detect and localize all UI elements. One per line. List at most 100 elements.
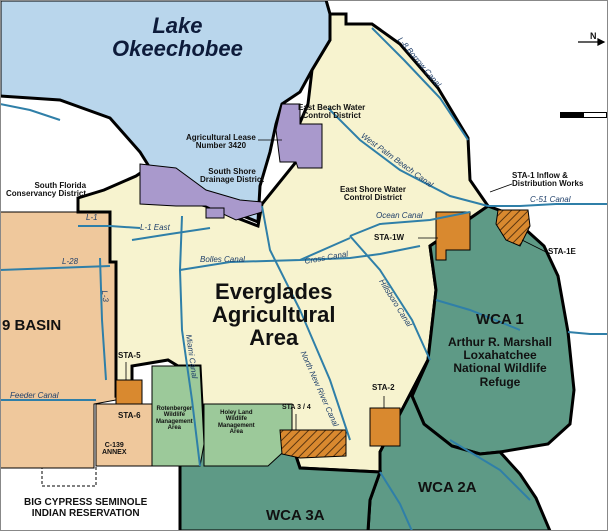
canal-ocean xyxy=(349,211,471,237)
scale-bar-gap xyxy=(584,113,606,117)
sta1w-label: STA-1W xyxy=(374,233,405,242)
sfcd-line2: Conservancy District xyxy=(6,189,87,199)
sta1-inflow-line1: STA-1 Inflow & xyxy=(512,171,568,180)
c139-annex-area xyxy=(95,403,153,467)
canals xyxy=(0,27,608,531)
eaa-label-line2: Agricultural xyxy=(212,302,336,328)
ag-lease-line1: Agricultural Lease xyxy=(186,133,256,142)
canal-wca1-rim xyxy=(435,299,521,331)
sta6-label: STA-6 xyxy=(118,411,141,420)
south-shore-line1: South Shore xyxy=(208,167,256,176)
sta34-area xyxy=(279,429,347,459)
wca1-sub-line1: Arthur R. Marshall xyxy=(448,335,553,349)
canal-bolles-label: Bolles Canal xyxy=(200,255,245,264)
sfcd-line1: South Florida xyxy=(34,181,87,190)
leader-sta1e xyxy=(521,239,547,253)
canal-l1 xyxy=(78,225,141,229)
sta2-label: STA-2 xyxy=(372,383,395,392)
east-beach-line2: Control District xyxy=(302,111,361,121)
eaa-label: Everglades Agricultural Area xyxy=(212,280,335,349)
big-cypress-line2: INDIAN RESERVATION xyxy=(31,507,140,519)
lake-label-line2: Okeechobee xyxy=(112,36,243,62)
canal-west-top xyxy=(0,103,61,121)
east-shore-line1: East Shore Water xyxy=(340,185,406,194)
canal-l28 xyxy=(0,265,111,271)
south-shore-district xyxy=(139,163,263,221)
holey-land-area xyxy=(203,403,293,467)
big-cypress-boundary xyxy=(0,466,97,487)
canal-l8 xyxy=(371,27,469,141)
wca3a-label: WCA 3A xyxy=(266,507,325,524)
canal-feeder-label: Feeder Canal xyxy=(10,391,59,400)
rotenberger-line1: Rotenberger xyxy=(156,406,193,412)
canal-c51 xyxy=(488,203,608,207)
east-shore-line2: Control District xyxy=(343,193,403,203)
eaa-label-line1: Everglades xyxy=(215,279,333,304)
sta5-label: STA-5 xyxy=(118,351,141,360)
big-cypress-label: BIG CYPRESS SEMINOLE INDIAN RESERVATION xyxy=(24,497,147,519)
leader-sta1-inflow xyxy=(489,183,513,193)
compass-label: N xyxy=(590,31,597,41)
sta1-inflow-label: STA-1 Inflow & Distribution Works xyxy=(512,171,584,189)
canal-l1-label: L-1 xyxy=(86,213,98,222)
south-shore-patch xyxy=(205,207,225,219)
sfcd-label: South Florida Conservancy District xyxy=(6,181,87,199)
c139-line1: C-139 xyxy=(104,442,124,449)
canal-hillsboro xyxy=(349,235,431,361)
rotenberger-line3: Management xyxy=(156,418,193,425)
rotenberger-line4: Area xyxy=(167,424,182,431)
north-arrow-icon xyxy=(578,38,606,46)
canal-wca2-b xyxy=(449,439,531,501)
lake-label: Lake Okeechobee xyxy=(112,14,243,60)
ag-lease-line2: Number 3420 xyxy=(195,141,247,151)
wca2a-label: WCA 2A xyxy=(418,479,477,496)
holey-land-line3: Management xyxy=(218,422,255,429)
holey-land-line4: Area xyxy=(229,428,244,435)
wca1-sub-line2: Loxahatchee xyxy=(463,348,537,363)
canal-l1-east xyxy=(131,227,211,241)
wca1-region xyxy=(410,204,576,456)
canal-west-palm xyxy=(327,107,489,207)
canal-l28-label: L-28 xyxy=(62,257,79,266)
canal-north-new-river xyxy=(261,205,351,441)
canal-east-rim xyxy=(567,331,608,335)
canal-cross xyxy=(299,245,421,261)
sta1e-label: STA-1E xyxy=(548,247,576,256)
east-shore-label: East Shore Water Control District xyxy=(340,185,406,203)
east-beach-label: East Beach Water Control District xyxy=(298,103,366,121)
canal-ocean-label: Ocean Canal xyxy=(376,211,423,220)
canal-wca2-a xyxy=(379,471,413,531)
canal-bolles xyxy=(179,237,351,271)
basin-label: 9 BASIN xyxy=(2,317,62,334)
sta2-area xyxy=(369,407,401,447)
rotenberger-line2: Wildlife xyxy=(163,412,185,419)
sta5-area xyxy=(115,379,143,405)
sta34-label: STA 3 / 4 xyxy=(282,404,311,411)
sta1-inflow-line2: Distribution Works xyxy=(512,179,584,189)
leader-lines xyxy=(125,139,547,430)
holey-land-label: Holey Land Wildlife Management Area xyxy=(218,410,255,435)
east-beach-line1: East Beach Water xyxy=(298,103,366,112)
wca1-sub-line3: National Wildlife xyxy=(453,361,547,376)
lake-label-line1: Lake xyxy=(152,13,203,38)
east-beach-district xyxy=(275,103,323,169)
sta1e-area xyxy=(495,209,531,247)
wca1-sub-line4: Refuge xyxy=(479,374,521,389)
canal-l3-label: L-3 xyxy=(100,289,111,303)
holey-land-line2: Wildlife xyxy=(225,416,247,423)
c139-label: C-139 ANNEX xyxy=(102,442,127,457)
ag-lease-label: Agricultural Lease Number 3420 xyxy=(186,133,256,151)
canal-c51-label: C-51 Canal xyxy=(530,195,571,204)
canal-l3 xyxy=(99,257,107,381)
south-shore-label: South Shore Drainage District xyxy=(200,167,265,185)
eaa-label-line3: Area xyxy=(249,325,299,351)
c139-line2: ANNEX xyxy=(102,449,127,457)
wca1-label: WCA 1 xyxy=(476,311,524,328)
rotenberger-label: Rotenberger Wildlife Management Area xyxy=(156,406,193,431)
wca1-subtitle: Arthur R. Marshall Loxahatchee National … xyxy=(448,335,553,389)
canal-miami xyxy=(178,215,201,467)
holey-land-line1: Holey Land xyxy=(220,410,253,416)
canal-l1-east-label: L-1 East xyxy=(140,223,170,232)
south-shore-line2: Drainage District xyxy=(200,175,265,185)
